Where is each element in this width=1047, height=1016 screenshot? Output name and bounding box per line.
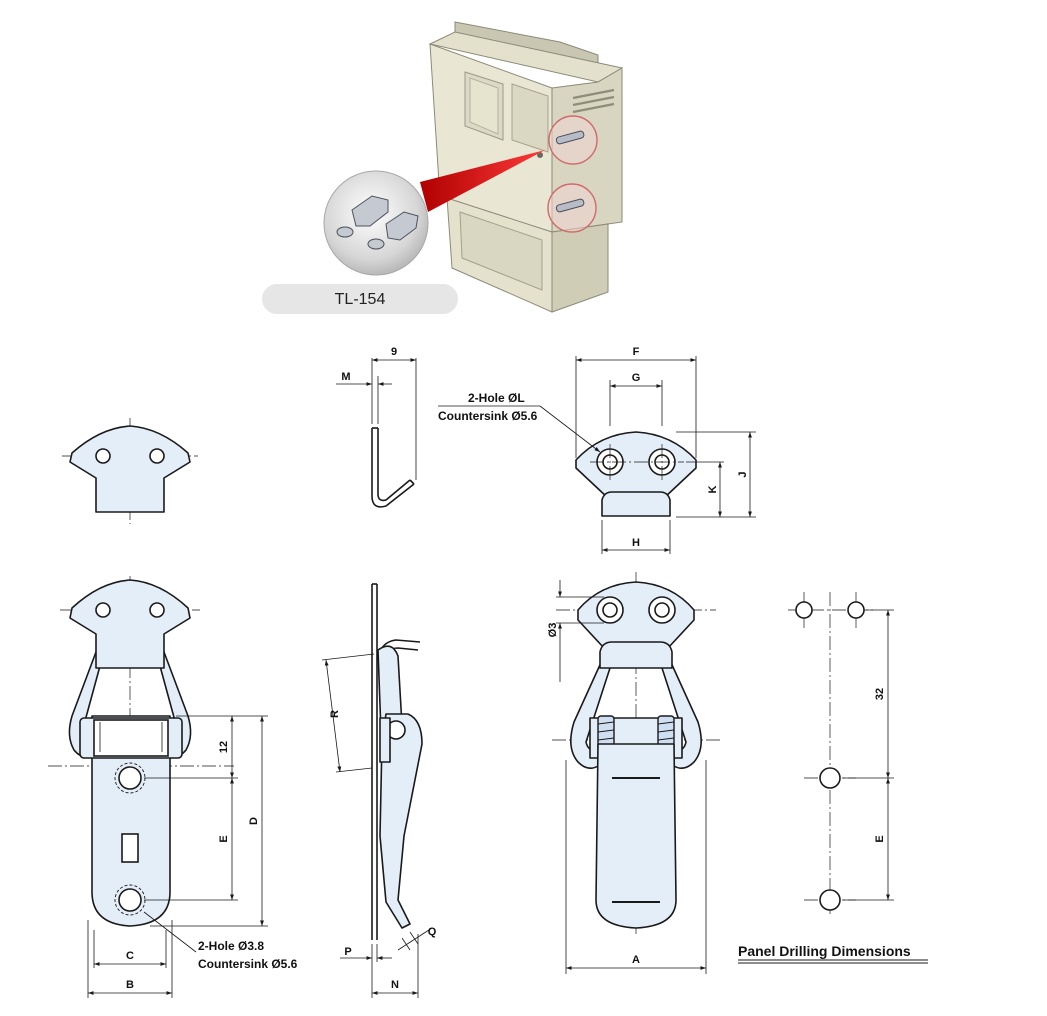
dim-front-inner-width: C [126,950,134,962]
hinge-plate-detail-view: F G H J K 2-Hole ØL Countersink Ø5.6 [438,346,756,554]
dim-top-side-width: 9 [391,346,397,358]
model-label: TL-154 [335,291,386,308]
dim-front-hole-pitch: E [218,835,230,842]
dim-side-depth: N [391,979,399,991]
panel-drilling-title: Panel Drilling Dimensions [738,943,911,959]
dim-side-reach: R [329,710,341,718]
note-front-holes-line1: 2-Hole Ø3.8 [198,939,264,953]
dim-top-side-thickness: M [341,371,350,383]
dim-top-width: F [633,346,640,358]
model-badge: TL-154 [262,284,458,314]
dim-front-length: D [248,817,260,825]
dim-front-outer-width: B [126,979,134,991]
dim-top-height: J [737,471,749,477]
dim-top-hole-pitch: G [632,372,641,384]
latch-side-view: R P N Q [321,583,437,998]
dim-side-thickness: P [344,946,351,958]
dim-top-base-width: H [632,537,640,549]
hinge-plate-side-view: 9 M [336,346,417,508]
hinge-plate-plan-view [62,418,198,524]
note-front-holes-line2: Countersink Ø5.6 [198,957,298,971]
dim-top-base-height: K [707,485,719,493]
panel-drilling-diagram: 32 E Panel Drilling Dimensions [738,592,928,964]
product-photo-callout [323,170,429,276]
dim-back-hole-dia: Ø3 [547,623,559,638]
latch-back-view: Ø3 A [547,572,720,974]
note-top-holes-line1: 2-Hole ØL [468,391,525,405]
dim-front-offset: 12 [218,741,230,753]
dim-drill-pitch: 32 [874,688,886,700]
dim-side-lip: Q [428,926,437,938]
cabinet-illustration [420,21,624,313]
note-top-holes-line2: Countersink Ø5.6 [438,409,538,423]
dim-drill-hole-pitch: E [874,835,886,842]
dim-back-width: A [632,954,640,966]
latch-front-view: 12 E D C B 2-Hole Ø3.8 Countersink Ø5.6 [48,576,298,998]
